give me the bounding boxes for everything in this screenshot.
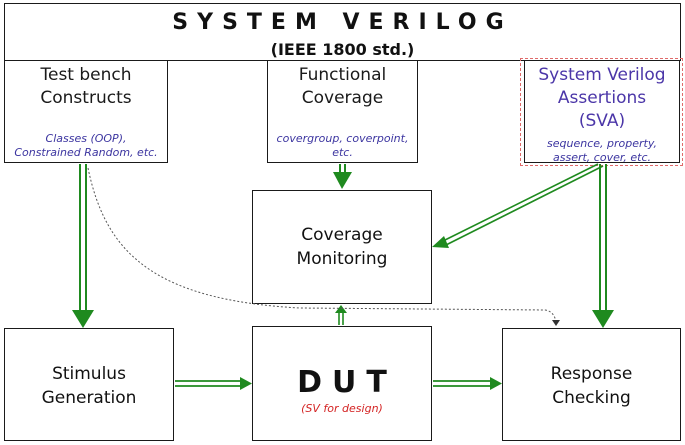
sva-title-1: System Verilog — [538, 65, 666, 85]
dut-note: (SV for design) — [301, 402, 383, 415]
stimulus-line1: Stimulus — [52, 364, 126, 384]
testbench-title-2: Constructs — [40, 88, 132, 108]
sva-note-1: sequence, property, — [547, 137, 657, 150]
testbench-constructs-box: Test bench Constructs Classes (OOP), Con… — [4, 60, 168, 163]
response-line1: Response — [550, 364, 633, 384]
arrow-sva-to-covmon — [432, 163, 604, 248]
arrow-funccov-to-covmon — [333, 164, 352, 189]
sva-outer-frame — [520, 58, 683, 166]
coverage-monitoring-line1: Coverage — [301, 225, 383, 245]
testbench-note-2: Constrained Random, etc. — [14, 146, 158, 159]
functional-coverage-note-1: covergroup, coverpoint, — [276, 132, 409, 145]
sva-box: System Verilog Assertions (SVA) sequence… — [524, 60, 680, 164]
functional-coverage-title-1: Functional — [298, 65, 387, 85]
dotted-arrow-testbench-to-response — [87, 167, 560, 326]
stimulus-generation-box: Stimulus Generation — [4, 328, 174, 441]
arrow-dut-to-response — [433, 377, 502, 390]
sva-title-2: Assertions — [557, 88, 647, 108]
dut-label: DUT — [297, 365, 397, 400]
header-subtitle: (IEEE 1800 std.) — [270, 40, 415, 59]
functional-coverage-title-2: Coverage — [301, 88, 384, 108]
arrow-dut-to-covmon — [335, 305, 347, 325]
system-verilog-header: SYSTEM VERILOG (IEEE 1800 std.) — [4, 3, 681, 61]
dut-box: DUT (SV for design) — [252, 326, 432, 441]
coverage-monitoring-box: Coverage Monitoring — [252, 190, 432, 304]
stimulus-line2: Generation — [41, 388, 137, 408]
sva-title-3: (SVA) — [578, 111, 626, 131]
arrow-sva-to-response — [592, 164, 614, 328]
coverage-monitoring-line2: Monitoring — [296, 249, 388, 269]
testbench-title-1: Test bench — [40, 65, 132, 85]
header-title: SYSTEM VERILOG — [172, 10, 513, 35]
sva-note-2: assert, cover, etc. — [553, 151, 651, 164]
response-checking-box: Response Checking — [502, 328, 681, 441]
arrow-testbench-to-stimulus — [72, 164, 94, 328]
testbench-note-1: Classes (OOP), — [45, 132, 127, 145]
functional-coverage-box: Functional Coverage covergroup, coverpoi… — [267, 60, 418, 163]
functional-coverage-note-2: etc. — [332, 146, 353, 159]
arrow-stimulus-to-dut — [175, 377, 252, 390]
response-line2: Checking — [552, 388, 631, 408]
